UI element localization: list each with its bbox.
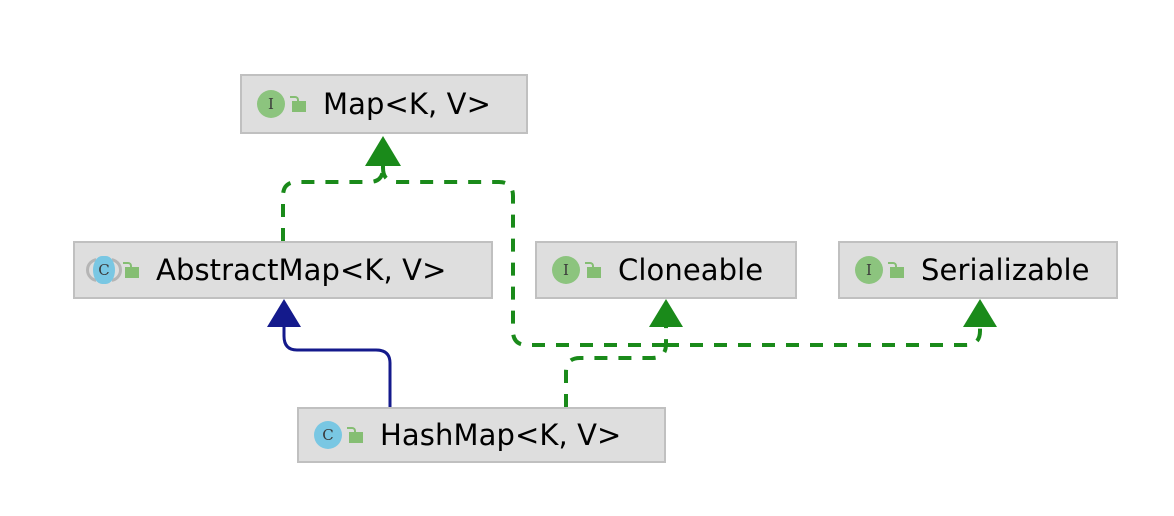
- abstract-class-icon: C: [86, 255, 122, 285]
- edge-abstractmap-implements-map: [281, 160, 385, 241]
- padlock-shackle: [290, 96, 299, 104]
- interface-icon: I: [851, 255, 883, 285]
- padlock-body: [125, 267, 139, 278]
- node-abstractmap[interactable]: C AbstractMap<K, V>: [73, 241, 493, 299]
- class-icon-letter: C: [314, 421, 342, 449]
- padlock-shackle: [123, 262, 132, 270]
- interface-icon-letter: I: [552, 256, 580, 284]
- arrowhead-into-map: [365, 136, 401, 166]
- padlock-shackle: [347, 427, 356, 435]
- edge-hashmap-implements-cloneable: [564, 299, 683, 407]
- node-label-map: Map<K, V>: [323, 86, 491, 121]
- unlocked-padlock-icon: [584, 260, 602, 280]
- arrowhead-into-serializable: [963, 299, 997, 327]
- node-label-abstractmap: AbstractMap<K, V>: [156, 252, 447, 287]
- node-cloneable[interactable]: I Cloneable: [535, 241, 797, 299]
- node-label-serializable: Serializable: [921, 252, 1090, 287]
- interface-icon: I: [253, 89, 285, 119]
- node-label-cloneable: Cloneable: [618, 252, 764, 287]
- edge-hashmap-implements-serializable: [666, 299, 997, 347]
- node-hashmap[interactable]: C HashMap<K, V>: [297, 407, 666, 463]
- unlocked-padlock-icon: [289, 94, 307, 114]
- interface-icon-letter: I: [855, 256, 883, 284]
- node-label-hashmap: HashMap<K, V>: [380, 417, 622, 452]
- unlocked-padlock-icon: [346, 425, 364, 445]
- node-serializable[interactable]: I Serializable: [838, 241, 1118, 299]
- node-map[interactable]: I Map<K, V>: [240, 74, 528, 134]
- interface-icon: I: [548, 255, 580, 285]
- unlocked-padlock-icon: [122, 260, 140, 280]
- unlocked-padlock-icon: [887, 260, 905, 280]
- arrowhead-into-cloneable: [649, 299, 683, 327]
- padlock-body: [349, 432, 363, 443]
- padlock-body: [890, 267, 904, 278]
- edge-hashmap-extends-abstractmap: [267, 299, 392, 407]
- interface-icon-letter: I: [257, 90, 285, 118]
- abstract-class-icon-letter: C: [93, 256, 115, 284]
- class-icon: C: [310, 420, 342, 450]
- padlock-body: [587, 267, 601, 278]
- edge-hashmap-implements-map: [381, 160, 665, 347]
- padlock-shackle: [888, 262, 897, 270]
- arrowhead-into-abstractmap: [267, 299, 301, 327]
- padlock-shackle: [585, 262, 594, 270]
- padlock-body: [292, 101, 306, 112]
